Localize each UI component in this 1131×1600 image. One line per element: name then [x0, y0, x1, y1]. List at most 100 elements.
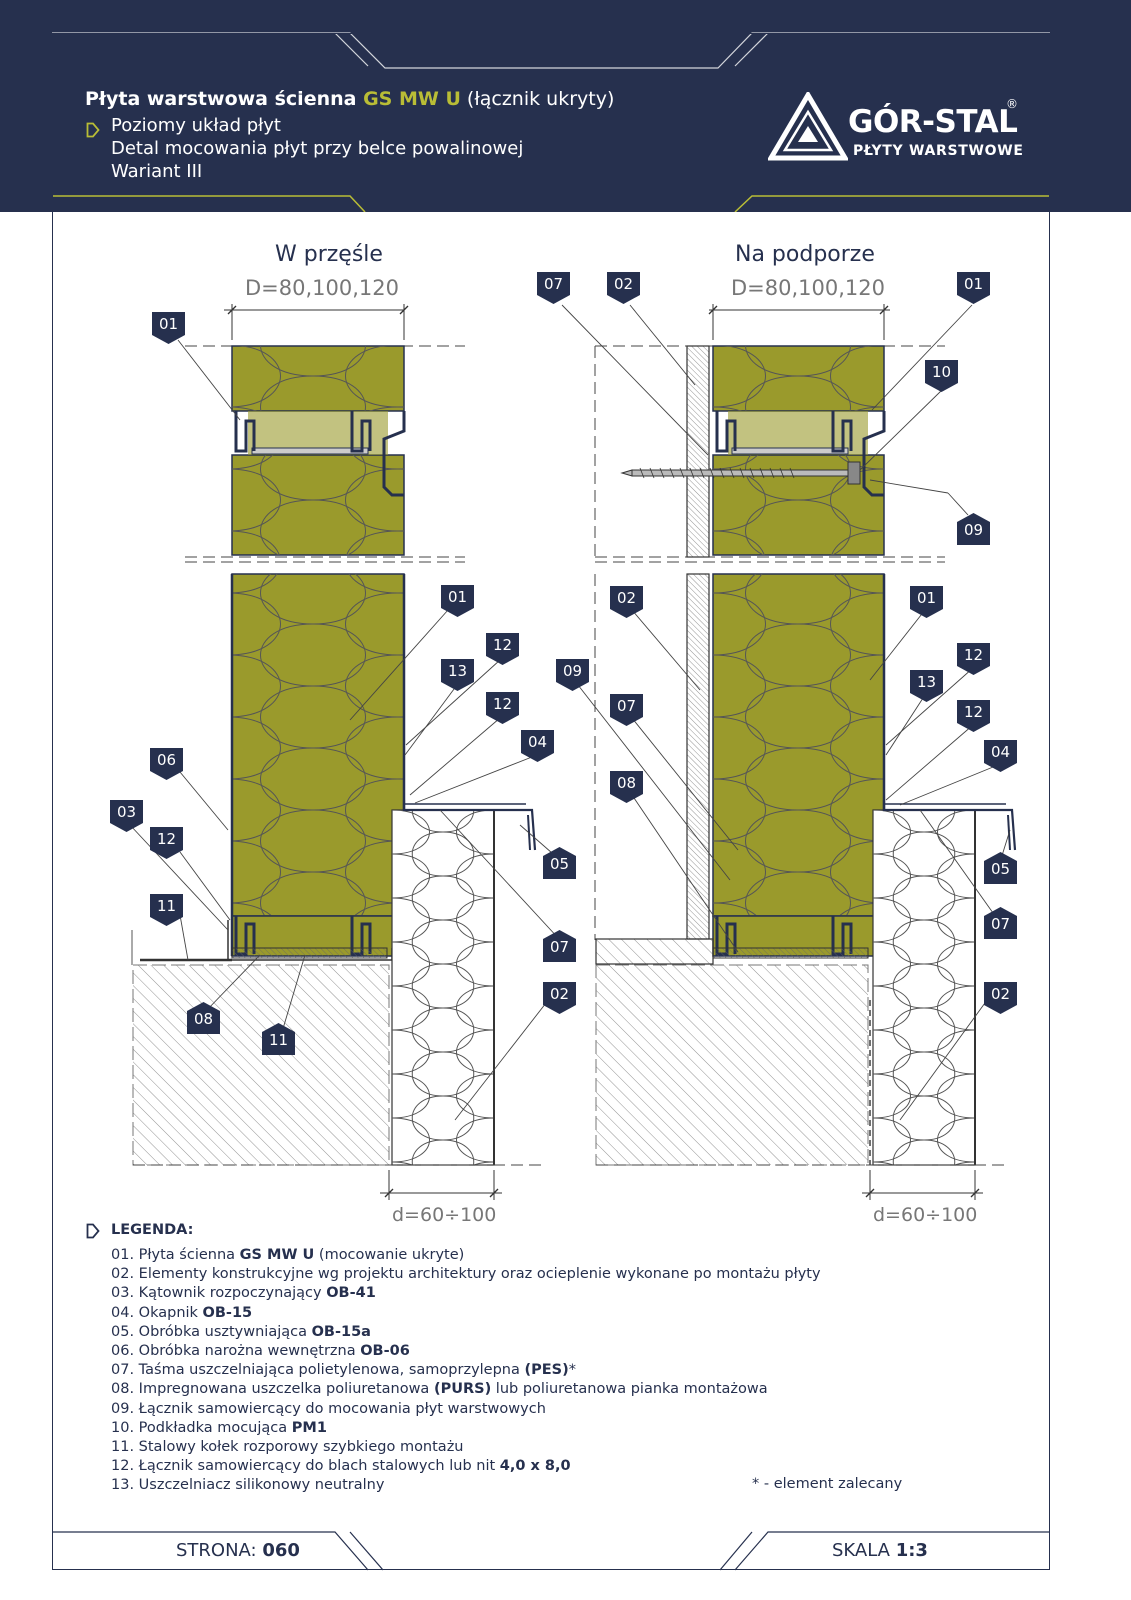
logo-triangle-icon	[768, 92, 848, 161]
legend-item: 03. Kątownik rozpoczynający OB-41	[111, 1285, 376, 1302]
svg-text:13: 13	[917, 673, 936, 691]
legend-list: 01. Płyta ścienna GS MW U (mocowanie ukr…	[111, 1246, 821, 1495]
svg-text:07: 07	[991, 915, 1010, 933]
legend-item: 09. Łącznik samowiercący do mocowania pł…	[111, 1400, 546, 1417]
tag-06-left: 06	[150, 748, 183, 780]
tag-04-right: 04	[984, 740, 1017, 772]
legend-heading: LEGENDA:	[111, 1222, 194, 1238]
left-gap-dimension: d=60÷100	[392, 1204, 497, 1226]
right-drawing	[561, 304, 1017, 1200]
tag-04-left: 04	[521, 730, 554, 762]
legend-item: 06. Obróbka narożna wewnętrzna OB-06	[111, 1342, 410, 1359]
tag-12-left-c: 12	[150, 827, 183, 859]
svg-text:12: 12	[493, 636, 512, 654]
tag-02-left: 02	[543, 982, 576, 1014]
logo-name: GÓR-STAL	[848, 104, 1018, 140]
right-gap-dimension: d=60÷100	[873, 1204, 978, 1226]
svg-text:01: 01	[159, 315, 178, 333]
svg-text:09: 09	[964, 521, 983, 539]
svg-text:08: 08	[617, 774, 636, 792]
right-drawing-title: Na podporze	[735, 242, 875, 267]
svg-text:12: 12	[493, 695, 512, 713]
svg-text:13: 13	[448, 662, 467, 680]
tag-01-right: 01	[910, 586, 943, 618]
tag-05-right: 05	[984, 852, 1017, 884]
tag-12-left-a: 12	[486, 633, 519, 665]
svg-text:08: 08	[194, 1010, 213, 1028]
svg-text:03: 03	[117, 803, 136, 821]
tag-07-right-b: 07	[984, 907, 1017, 939]
svg-text:02: 02	[550, 985, 569, 1003]
svg-text:02: 02	[617, 589, 636, 607]
tag-11-left-b: 11	[262, 1023, 295, 1055]
legend-item: 04. Okapnik OB-15	[111, 1304, 253, 1321]
tag-11-left-a: 11	[150, 894, 183, 926]
left-panel-dimension: D=80,100,120	[245, 276, 400, 300]
legend-item: 11. Stalowy kołek rozporowy szybkiego mo…	[111, 1438, 464, 1455]
legend-item: 12. Łącznik samowiercący do blach stalow…	[111, 1458, 571, 1475]
header-line3: Wariant III	[111, 161, 203, 182]
svg-text:01: 01	[448, 588, 467, 606]
tag-01-left: 01	[441, 585, 474, 617]
tag-09-right: 09	[556, 659, 589, 691]
legend-item: 08. Impregnowana uszczelka poliuretanowa…	[111, 1381, 768, 1398]
legend-item: 10. Podkładka mocująca PM1	[111, 1419, 327, 1436]
svg-text:01: 01	[964, 275, 983, 293]
header-band	[0, 0, 1131, 212]
svg-text:11: 11	[269, 1031, 288, 1049]
tag-02-right: 02	[610, 586, 643, 618]
left-drawing	[129, 304, 561, 1200]
svg-text:10: 10	[932, 363, 951, 381]
tag-09-right-top: 09	[957, 513, 990, 545]
tag-13-right: 13	[910, 670, 943, 702]
footer-page: STRONA: 060	[176, 1540, 300, 1561]
tag-08-right: 08	[610, 771, 643, 803]
svg-text:12: 12	[157, 830, 176, 848]
svg-text:02: 02	[614, 275, 633, 293]
tag-07-right: 07	[610, 694, 643, 726]
svg-text:04: 04	[528, 733, 547, 751]
tag-12-left-b: 12	[486, 692, 519, 724]
left-drawing-title: W przęśle	[275, 242, 383, 267]
tag-05-left: 05	[543, 847, 576, 879]
legend-arrow-icon	[86, 1223, 100, 1239]
legend-note: * - element zalecany	[752, 1476, 903, 1492]
logo-tagline: PŁYTY WARSTWOWE	[853, 143, 1024, 159]
arrow-bullet-icon	[86, 122, 100, 138]
tag-10-right: 10	[925, 360, 958, 392]
legend-item: 05. Obróbka usztywniająca OB-15a	[111, 1323, 371, 1340]
tag-01-right-top: 01	[957, 272, 990, 304]
svg-text:01: 01	[917, 589, 936, 607]
svg-text:07: 07	[617, 697, 636, 715]
header-line1: Poziomy układ płyt	[111, 115, 281, 136]
svg-text:07: 07	[550, 938, 569, 956]
logo-registered: ®	[1006, 97, 1018, 111]
legend-item: 01. Płyta ścienna GS MW U (mocowanie ukr…	[111, 1247, 465, 1263]
tag-12-right-b: 12	[957, 700, 990, 732]
svg-text:05: 05	[991, 860, 1010, 878]
tag-08-left: 08	[187, 1002, 220, 1034]
legend-item: 13. Uszczelniacz silikonowy neutralny	[111, 1477, 385, 1494]
tag-01-left-top: 01	[152, 312, 185, 344]
svg-text:06: 06	[157, 751, 176, 769]
svg-text:04: 04	[991, 743, 1010, 761]
svg-text:09: 09	[563, 662, 582, 680]
tag-13-left: 13	[441, 659, 474, 691]
tag-07-right-top: 07	[537, 272, 570, 304]
tag-12-right-a: 12	[957, 643, 990, 675]
tag-02-right-b: 02	[984, 982, 1017, 1014]
header-line2: Detal mocowania płyt przy belce powalino…	[111, 138, 524, 159]
svg-text:05: 05	[550, 855, 569, 873]
right-panel-dimension: D=80,100,120	[731, 276, 886, 300]
header-title: Płyta warstwowa ścienna GS MW U (łącznik…	[85, 88, 615, 110]
svg-text:07: 07	[544, 275, 563, 293]
svg-text:11: 11	[157, 897, 176, 915]
svg-text:02: 02	[991, 985, 1010, 1003]
footer-scale: SKALA 1:3	[832, 1540, 928, 1561]
callout-tags: 01 01 12 13 12 04 05 07 02 06 03 12 11 0…	[110, 272, 1017, 1055]
svg-text:12: 12	[964, 646, 983, 664]
svg-text:12: 12	[964, 703, 983, 721]
tag-02-right-top: 02	[607, 272, 640, 304]
